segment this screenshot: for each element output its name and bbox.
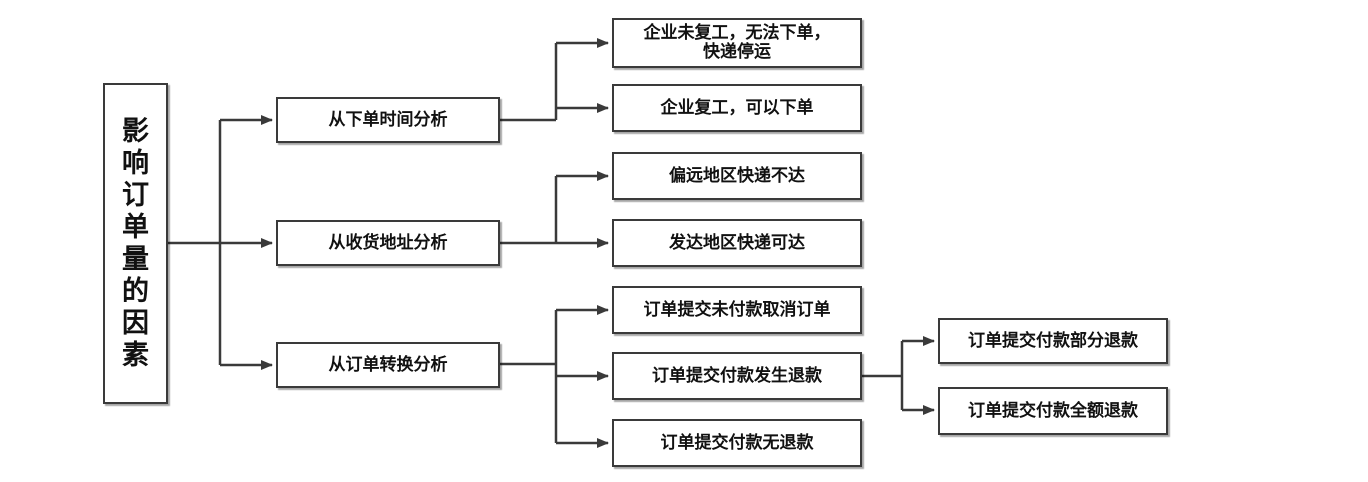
leaf-label: 订单提交付款部分退款 [968, 330, 1138, 351]
leaf-node-unpaid-cancel: 订单提交未付款取消订单 [612, 286, 862, 334]
root-char: 影 [122, 115, 149, 147]
root-char: 订 [122, 179, 149, 211]
root-char: 单 [122, 211, 149, 243]
root-char: 素 [122, 339, 149, 371]
root-char: 因 [122, 307, 149, 339]
leaf-node-paid-refund: 订单提交付款发生退款 [612, 352, 862, 400]
branch-label: 从收货地址分析 [328, 232, 448, 253]
leaf-node-developed-area: 发达地区快递可达 [612, 219, 862, 267]
leaf-node-paid-no-refund: 订单提交付款无退款 [612, 419, 862, 467]
leaf-label: 订单提交未付款取消订单 [643, 299, 831, 320]
branch-node-time: 从下单时间分析 [276, 97, 500, 143]
leaf-label: 订单提交付款发生退款 [652, 365, 822, 386]
root-char: 量 [122, 243, 149, 275]
root-char: 响 [122, 147, 149, 179]
leaf-node-remote-area: 偏远地区快递不达 [612, 152, 862, 200]
root-node: 影 响 订 单 量 的 因 素 [103, 83, 168, 404]
leaf-label: 发达地区快递可达 [669, 232, 805, 253]
branch-label: 从下单时间分析 [328, 109, 448, 130]
leaf-label: 订单提交付款全额退款 [968, 400, 1138, 421]
leaf-node-full-refund: 订单提交付款全额退款 [938, 387, 1168, 435]
leaf-label-line1: 企业未复工，无法下单， [643, 23, 831, 43]
leaf-label: 偏远地区快递不达 [669, 165, 805, 186]
root-char: 的 [122, 275, 149, 307]
leaf-node-partial-refund: 订单提交付款部分退款 [938, 318, 1168, 364]
branch-label: 从订单转换分析 [328, 354, 448, 375]
leaf-label: 订单提交付款无退款 [660, 432, 814, 453]
branch-node-address: 从收货地址分析 [276, 220, 500, 266]
branch-node-order: 从订单转换分析 [276, 342, 500, 388]
leaf-label-line2: 快递停运 [703, 42, 771, 62]
leaf-node-not-resumed: 企业未复工，无法下单， 快递停运 [612, 18, 862, 68]
leaf-node-resumed: 企业复工，可以下单 [612, 84, 862, 132]
leaf-label: 企业复工，可以下单 [660, 97, 814, 118]
